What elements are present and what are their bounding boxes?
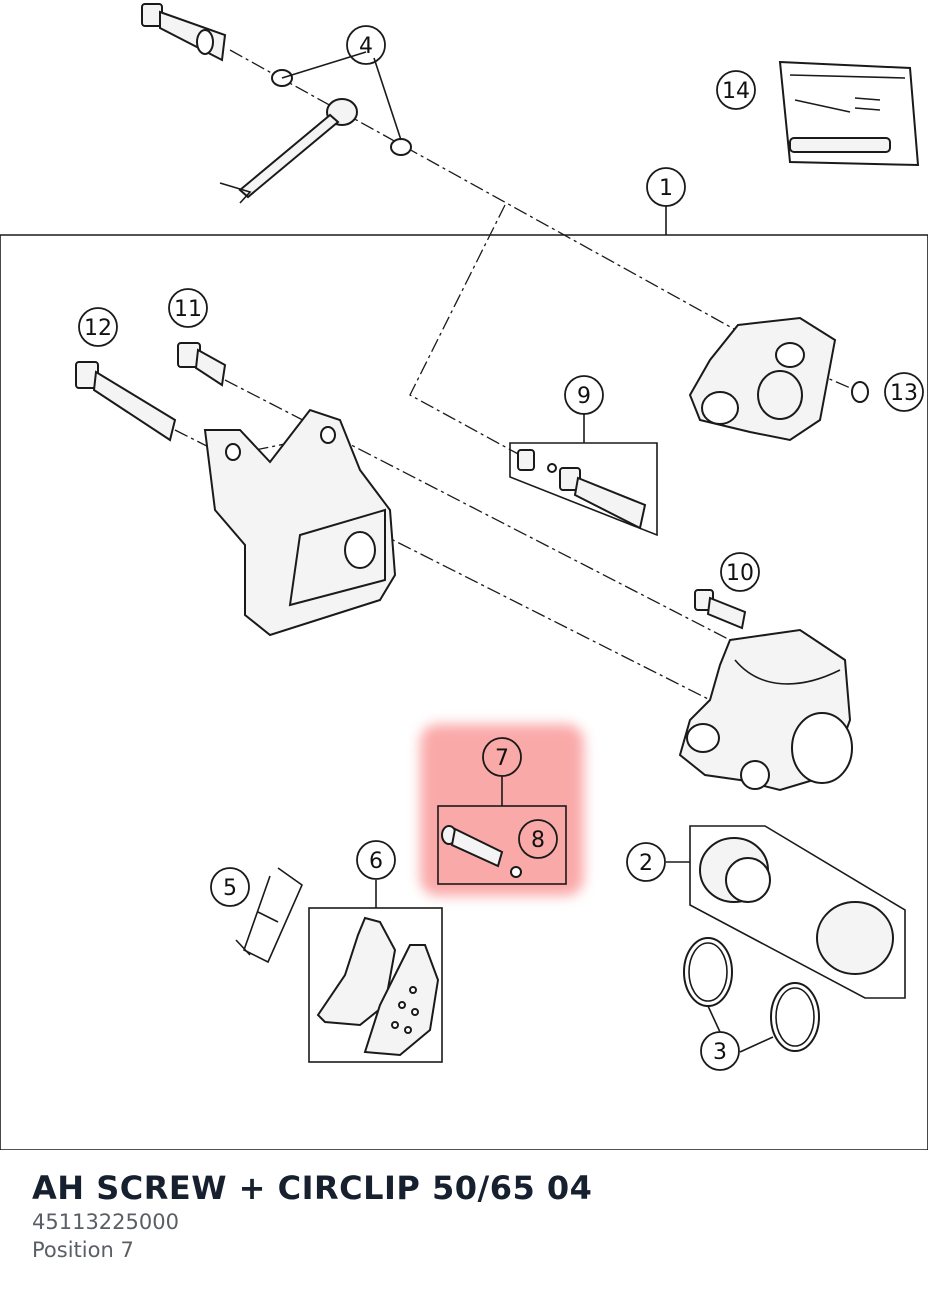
callout-circle — [482, 737, 522, 777]
callout-3[interactable]: 3 — [700, 1031, 740, 1071]
position-7-highlight[interactable] — [420, 724, 584, 896]
part-1-caliper-carrier[interactable] — [688, 316, 837, 442]
callout-circle — [884, 372, 924, 412]
callout-number: 14 — [722, 79, 750, 104]
callout-circle — [720, 552, 760, 592]
callout-8[interactable]: 8 — [518, 819, 558, 859]
callout-4[interactable]: 4 — [346, 25, 386, 65]
part-13-o-ring[interactable] — [851, 381, 869, 403]
part-5-spring[interactable] — [235, 867, 303, 964]
callout-circle — [518, 819, 558, 859]
part-2-pistons[interactable] — [689, 825, 906, 999]
part-11-bolt[interactable] — [177, 342, 227, 387]
callout-number: 11 — [174, 297, 202, 322]
callout-number: 12 — [84, 316, 112, 341]
callout-number: 10 — [726, 561, 754, 586]
callout-circle — [210, 867, 250, 907]
part-6-brake-pads[interactable] — [308, 907, 443, 1063]
callout-circle — [564, 375, 604, 415]
callout-13[interactable]: 13 — [884, 372, 924, 412]
callout-number: 4 — [359, 34, 373, 59]
callout-circle — [716, 70, 756, 110]
callout-number: 3 — [713, 1040, 727, 1065]
callout-circle — [346, 25, 386, 65]
assembly-frame — [0, 234, 928, 1150]
part-14-instruction-sheet[interactable] — [778, 60, 920, 167]
callout-number: 2 — [639, 851, 653, 876]
callout-number: 1 — [659, 176, 673, 201]
callout-10[interactable]: 10 — [720, 552, 760, 592]
callout-14[interactable]: 14 — [716, 70, 756, 110]
part-4-pin-assembly[interactable] — [141, 3, 412, 204]
callout-1[interactable]: 1 — [646, 167, 686, 207]
brake-bracket[interactable] — [203, 408, 397, 637]
callout-number: 8 — [531, 828, 545, 853]
callout-12[interactable]: 12 — [78, 307, 118, 347]
callout-leaders — [281, 51, 774, 1053]
part-position: Position 7 — [32, 1238, 134, 1262]
callout-circle — [626, 842, 666, 882]
callout-9[interactable]: 9 — [564, 375, 604, 415]
part-12-long-bolt[interactable] — [75, 361, 177, 442]
callout-circle — [646, 167, 686, 207]
callout-circle — [78, 307, 118, 347]
callout-2[interactable]: 2 — [626, 842, 666, 882]
callout-number: 6 — [369, 849, 383, 874]
part-9-bleeder-kit[interactable] — [509, 442, 658, 537]
callout-circle — [356, 840, 396, 880]
brake-caliper[interactable] — [678, 628, 853, 792]
part-title: AH SCREW + CIRCLIP 50/65 04 — [32, 1169, 593, 1207]
callout-5[interactable]: 5 — [210, 867, 250, 907]
callout-number: 9 — [577, 384, 591, 409]
callout-number: 7 — [495, 746, 509, 771]
part-number: 45113225000 — [32, 1210, 179, 1234]
callout-circle — [168, 288, 208, 328]
part-3-seals[interactable] — [683, 937, 820, 1052]
part-info-panel: AH SCREW + CIRCLIP 50/65 04 45113225000 … — [32, 1168, 912, 1264]
callout-6[interactable]: 6 — [356, 840, 396, 880]
callout-11[interactable]: 11 — [168, 288, 208, 328]
part-10-bolt[interactable] — [694, 589, 747, 630]
callout-number: 5 — [223, 876, 237, 901]
callout-number: 13 — [890, 381, 918, 406]
callout-circle — [700, 1031, 740, 1071]
callout-7[interactable]: 7 — [482, 737, 522, 777]
